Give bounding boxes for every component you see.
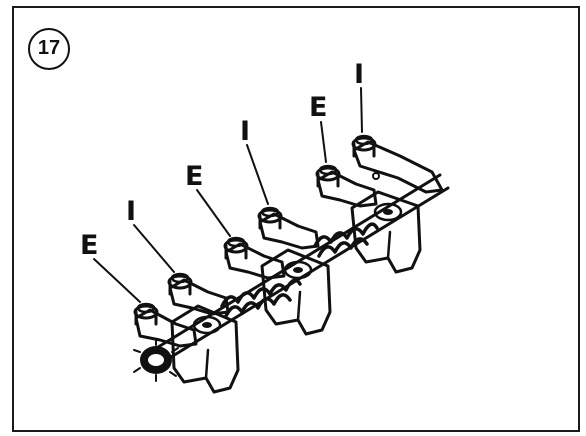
- label-intake-3: I: [354, 59, 364, 90]
- rocker-arm-2: [167, 272, 230, 316]
- rocker-arm-6: [351, 134, 444, 194]
- label-intake-1: I: [126, 196, 136, 227]
- spring-right: [313, 222, 379, 258]
- leader-lines: [93, 87, 363, 303]
- label-exhaust-2: E: [185, 161, 203, 192]
- spring-left: [220, 278, 302, 318]
- rocker-arm-1: [133, 302, 198, 348]
- shaft-end-plug: [133, 338, 179, 382]
- label-intake-2: I: [240, 116, 250, 147]
- figure-number-badge: 17: [28, 28, 70, 70]
- figure-frame: [12, 6, 580, 432]
- rocker-arm-4: [257, 206, 320, 250]
- rocker-arm-5: [315, 164, 378, 208]
- rocker-arm-3: [223, 236, 286, 280]
- label-exhaust-1: E: [80, 230, 98, 261]
- support-block-3: [350, 190, 422, 274]
- support-block-2: [260, 248, 332, 336]
- label-exhaust-3: E: [309, 92, 327, 123]
